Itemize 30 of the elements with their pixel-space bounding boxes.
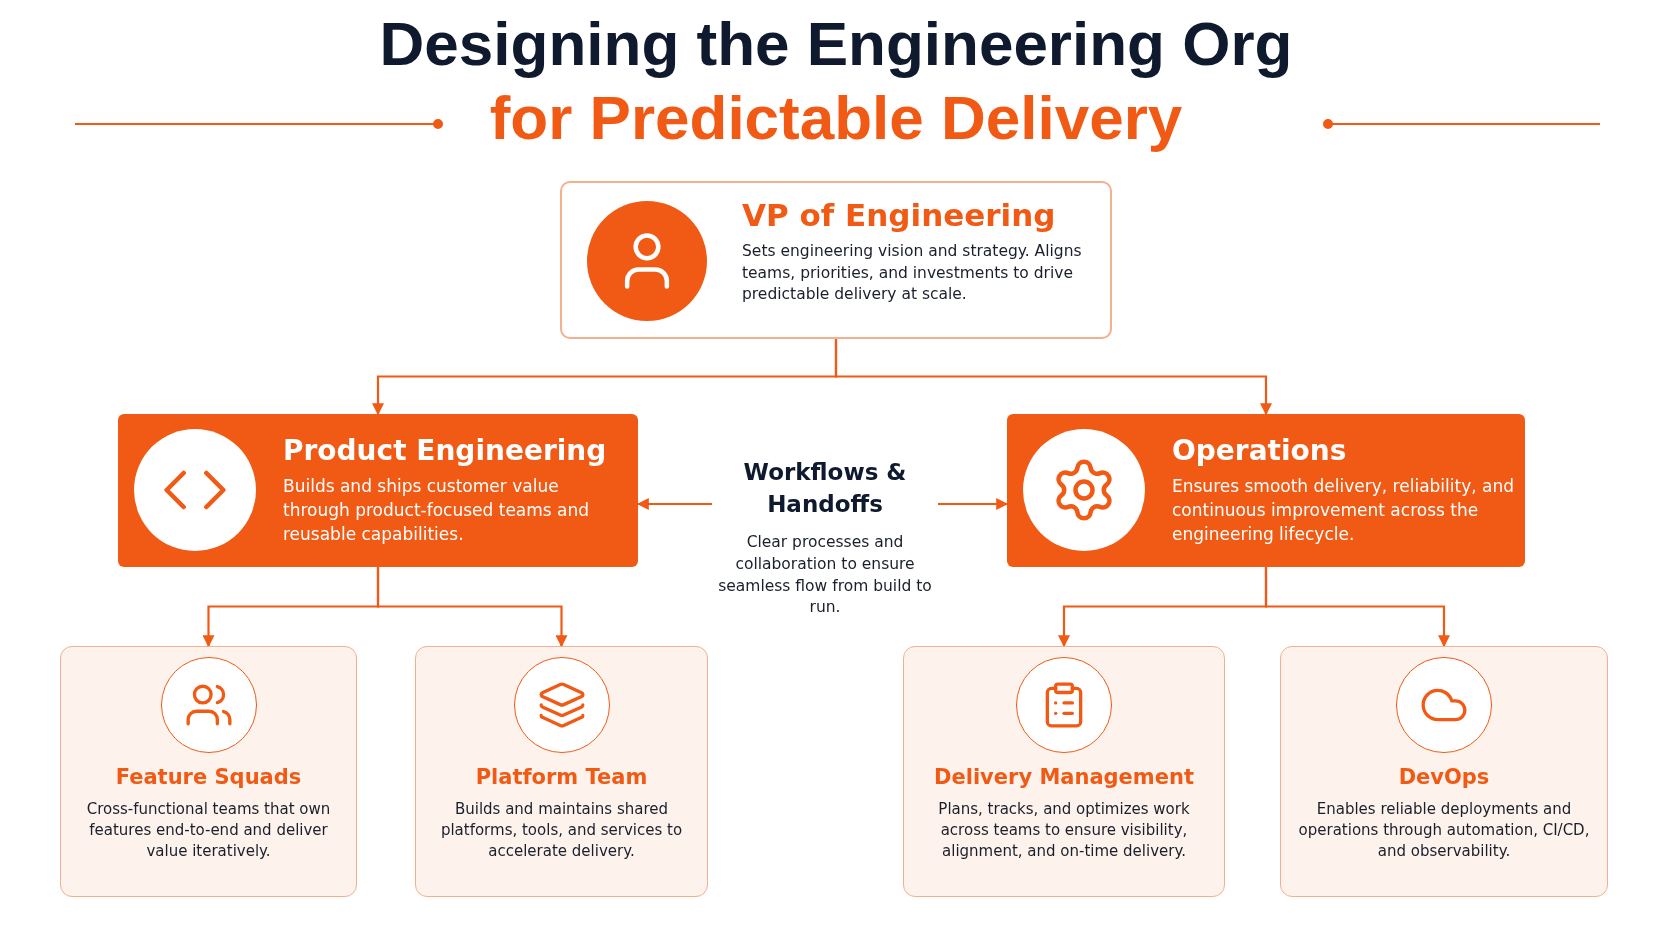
card-description: Enables reliable deployments and operations through automation, CI/CD, and observability. [1297, 799, 1591, 862]
card-heading: Workflows & Handoffs [742, 458, 908, 520]
card-heading: Platform Team [474, 765, 649, 789]
card-heading: DevOps [1397, 765, 1491, 789]
card-description: Clear processes and collaboration to ensure seamless flow from build to run. [717, 532, 933, 619]
org-card [903, 646, 1225, 897]
card-heading: Delivery Management [933, 765, 1195, 789]
subtitle: for Predictable Delivery [489, 83, 1183, 152]
org-card [415, 646, 708, 897]
card-description: Sets engineering vision and strategy. Aligns teams, priorities, and investments to drive predictable delivery at scale. [742, 241, 1083, 306]
card-description: Ensures smooth delivery, reliability, and continuous improvement across the engineering lifecycle. [1172, 475, 1515, 546]
org-card [1280, 646, 1608, 897]
card-heading: Feature Squads [114, 765, 303, 789]
card-description: Builds and ships customer value through product-focused teams and reusable capabilities. [283, 475, 591, 546]
card-description: Cross-functional teams that own features end-to-end and deliver value iteratively. [85, 799, 332, 862]
card-description: Plans, tracks, and optimizes work across teams to ensure visibility, alignment, and on-time delivery. [937, 799, 1191, 862]
org-card [560, 181, 1112, 339]
org-card [118, 414, 638, 567]
org-card [60, 646, 357, 897]
connector-arrow [834, 339, 1272, 416]
title: Designing the Engineering Org [378, 8, 1294, 79]
org-card [1007, 414, 1525, 567]
card-heading: VP of Engineering [742, 197, 1057, 233]
card-heading: Operations [1172, 434, 1348, 467]
connector-arrow [636, 498, 712, 510]
card-heading: Product Engineering [283, 434, 608, 467]
connector-arrow [938, 498, 1009, 510]
card-description: Builds and maintains shared platforms, tools, and services to accelerate delivery. [439, 799, 684, 862]
connector-arrow [376, 567, 568, 648]
connector-arrow [1264, 567, 1450, 648]
